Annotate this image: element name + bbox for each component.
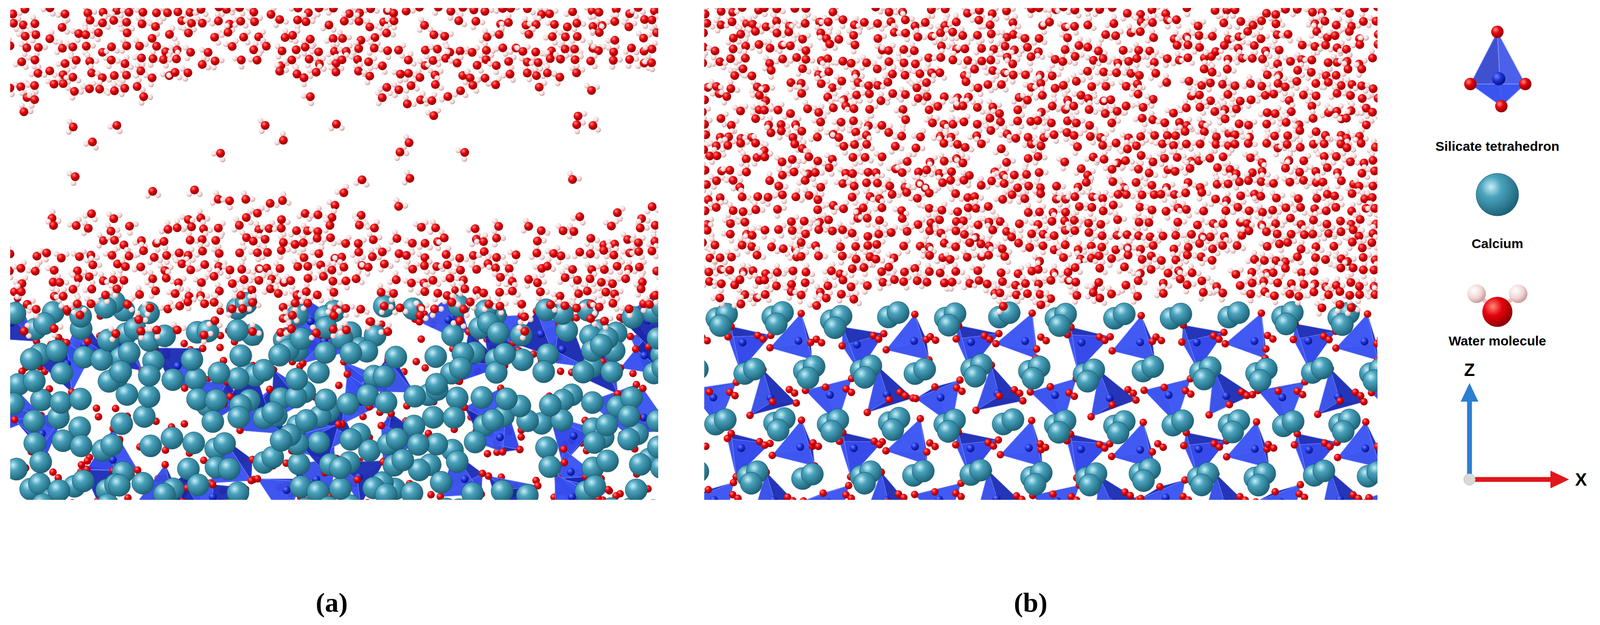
- figure-stage: (a)(b)ZXSilicate tetrahedronCalciumWater…: [0, 0, 1600, 625]
